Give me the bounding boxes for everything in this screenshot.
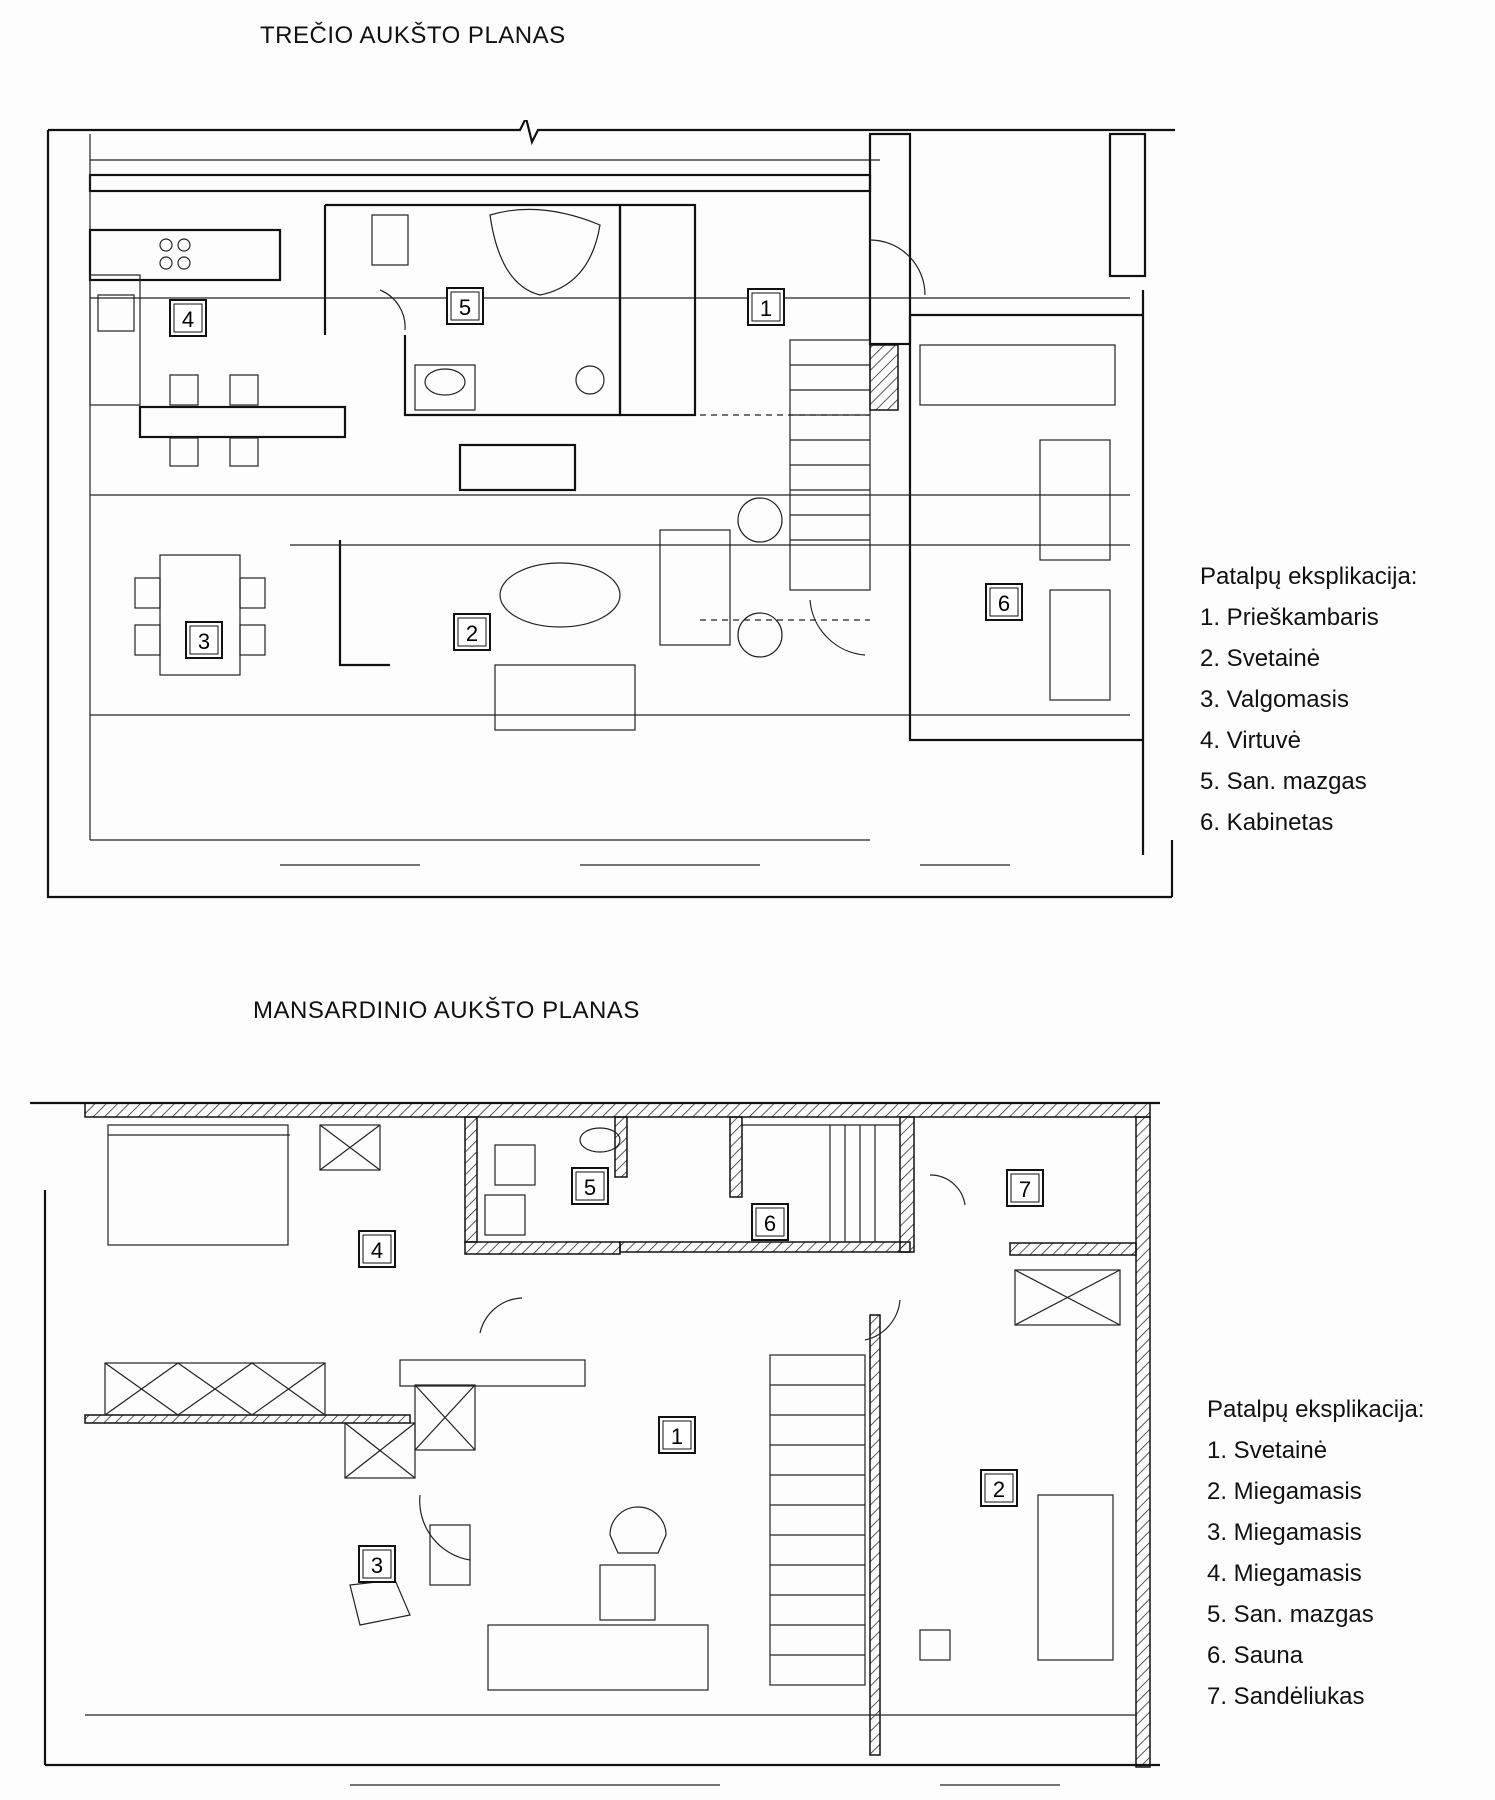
svg-text:3: 3	[198, 629, 210, 654]
svg-text:4: 4	[182, 307, 194, 332]
bottom-plan-title: MANSARDINIO AUKŠTO PLANAS	[253, 997, 640, 1024]
legend-item: 2. Miegamasis	[1207, 1478, 1362, 1505]
coffee-table	[499, 562, 621, 628]
sink	[579, 1127, 621, 1153]
legend-item: 7. Sandėliukas	[1207, 1683, 1365, 1710]
room-number-7: 7	[1006, 1169, 1044, 1207]
bathtub	[489, 208, 601, 296]
legend-header: Patalpų eksplikacija:	[1207, 1396, 1425, 1423]
wall-band	[88, 173, 872, 193]
top-plan-title: TREČIO AUKŠTO PLANAS	[260, 22, 566, 49]
kitchen-counter	[88, 228, 282, 282]
room-number-1: 1	[747, 288, 785, 326]
sofa	[487, 1624, 709, 1691]
exterior-wall	[46, 130, 1172, 899]
room-number-2: 2	[453, 613, 491, 651]
chimney-column	[1108, 132, 1147, 278]
dining-table	[159, 554, 241, 676]
staircase	[789, 339, 871, 591]
armchair	[609, 1506, 667, 1554]
room-number-6: 6	[751, 1203, 789, 1241]
sink	[424, 368, 466, 396]
room-number-4: 4	[169, 299, 207, 337]
svg-text:7: 7	[1019, 1177, 1031, 1202]
fireplace	[458, 443, 577, 492]
legend-item: 1. Svetainė	[1207, 1437, 1328, 1464]
svg-text:1: 1	[671, 1424, 683, 1449]
svg-text:5: 5	[459, 295, 471, 320]
svg-text:6: 6	[998, 591, 1010, 616]
exterior-wall-top	[48, 120, 1175, 146]
exterior-wall-top	[84, 1102, 1151, 1118]
room-number-6: 6	[985, 583, 1023, 621]
staircase	[769, 1354, 866, 1686]
room-number-5: 5	[446, 287, 484, 325]
sofa	[494, 664, 636, 731]
closet-row	[104, 1362, 326, 1416]
room-number-1: 1	[658, 1416, 696, 1454]
legend-item: 5. San. mazgas	[1200, 768, 1367, 795]
svg-text:2: 2	[466, 621, 478, 646]
legend-item: 3. Valgomasis	[1200, 686, 1349, 713]
room-number-3: 3	[185, 621, 223, 659]
legend-item: 1. Prieškambaris	[1200, 604, 1379, 631]
legend-item: 6. Sauna	[1207, 1642, 1304, 1669]
svg-text:1: 1	[760, 296, 772, 321]
wardrobe	[107, 1124, 289, 1246]
bed	[1037, 1494, 1114, 1661]
legend-item: 4. Virtuvė	[1200, 727, 1301, 754]
legend-item: 3. Miegamasis	[1207, 1519, 1362, 1546]
room-number-3: 3	[358, 1545, 396, 1583]
legend-item: 4. Miegamasis	[1207, 1560, 1362, 1587]
svg-text:6: 6	[764, 1211, 776, 1236]
chimney-column	[868, 132, 912, 346]
third-floor-plan: 1 2 3 4 5 6	[46, 120, 1175, 899]
sofa	[659, 529, 731, 646]
svg-text:2: 2	[993, 1477, 1005, 1502]
bottom-plan-legend: Patalpų eksplikacija: 1. Svetainė 2. Mie…	[1207, 1389, 1424, 1717]
legend-header: Patalpų eksplikacija:	[1200, 563, 1418, 590]
attic-floor-plan: 1 2 3 4 5 6 7	[30, 1101, 1160, 1786]
exterior-wall-right	[1135, 1116, 1151, 1768]
svg-text:4: 4	[371, 1238, 383, 1263]
room-number-5: 5	[571, 1167, 609, 1205]
legend-item: 5. San. mazgas	[1207, 1601, 1374, 1628]
svg-text:3: 3	[371, 1553, 383, 1578]
legend-item: 6. Kabinetas	[1200, 809, 1334, 836]
legend-item: 2. Svetainė	[1200, 645, 1321, 672]
svg-text:5: 5	[584, 1175, 596, 1200]
top-plan-legend: Patalpų eksplikacija: 1. Prieškambaris 2…	[1200, 556, 1417, 843]
sauna-bench	[742, 1124, 900, 1242]
room-number-2: 2	[980, 1469, 1018, 1507]
room-number-4: 4	[358, 1230, 396, 1268]
